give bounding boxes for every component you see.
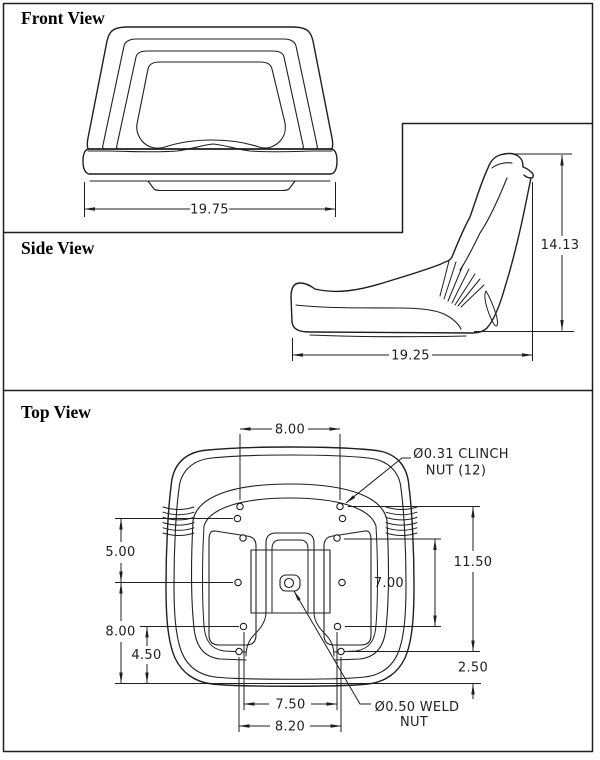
top-pan-inner-wall-left (202, 525, 247, 653)
side-backrest-crease-sliver (484, 290, 498, 327)
front-view-drawing: 19.75 (82, 26, 338, 218)
clinch-nut-note-line1: Ø0.31 CLINCH (413, 447, 509, 462)
side-headrest-seam (491, 162, 513, 169)
front-backrest-cushion-insert (136, 61, 286, 149)
side-seat-pan-line (295, 304, 462, 330)
dim-4-5-text: 4.50 (131, 648, 161, 663)
top-right-wing-panel (323, 530, 372, 646)
side-seat-front-and-top-outline (290, 152, 534, 298)
clinch-nut-hole (233, 514, 242, 523)
clinch-nut-hole (234, 578, 242, 587)
clinch-nut-hole (235, 647, 243, 656)
clinch-nut-hole (239, 622, 248, 631)
weld-nut-hole (283, 577, 295, 589)
clinch-nut-leader (345, 457, 411, 504)
top-pan-wall-right (333, 520, 389, 661)
top-backrest-roll-inner-arc (203, 497, 377, 527)
dim-5-text: 5.00 (105, 545, 135, 560)
dim-7-text: 7.00 (374, 576, 404, 591)
top-view-drawing: 8.00 5.00 8.00 4.50 7.00 11.50 2.50 7.50 (105, 423, 508, 735)
side-hinge-pleat-fan (439, 260, 485, 308)
top-seat-inner-offset-outline (173, 454, 407, 680)
dim-8-2-text: 8.20 (275, 720, 305, 735)
clinch-nut-hole (333, 622, 342, 631)
top-channel-flare-left (245, 611, 267, 657)
clinch-nut-hole (338, 578, 346, 587)
front-seatback-inner-outline (116, 50, 304, 150)
top-channel-flare-right (313, 611, 335, 657)
side-seat-skirt-line (309, 334, 467, 338)
side-view-drawing: 14.13 19.25 (290, 152, 580, 364)
clinch-nut-note-line2: NUT (12) (426, 464, 486, 479)
clinch-nut-hole (236, 502, 244, 511)
side-backrest-inner-seam (459, 177, 508, 271)
side-height-dim-text: 14.13 (541, 238, 580, 253)
weld-nut-note-line2: NUT (400, 715, 428, 730)
clinch-nut-hole (239, 534, 247, 542)
front-base-flange (147, 180, 296, 192)
dim-8-left-text: 8.00 (105, 625, 135, 640)
dim-11-5-text: 11.50 (454, 555, 493, 570)
clinch-nut-hole (333, 534, 341, 542)
outer-border (2, 2, 594, 753)
front-side-section-divider (2, 122, 594, 234)
top-mounting-plate (250, 549, 331, 614)
weld-nut-body (279, 574, 301, 592)
left-spring-coil (162, 506, 195, 536)
dim-2-5-text: 2.50 (458, 661, 488, 676)
side-view-title: Side View (21, 238, 95, 258)
clinch-nut-hole (337, 647, 345, 656)
clinch-nut-hole (336, 502, 344, 511)
front-width-dim-text: 19.75 (190, 203, 229, 218)
top-pan-inner-wall-right (333, 525, 378, 653)
right-spring-coil (385, 506, 418, 536)
side-backrest-back-and-bottom-outline (290, 177, 532, 334)
dim-7-5-text: 7.50 (275, 698, 305, 713)
side-depth-dim-text: 19.25 (391, 349, 430, 364)
clinch-nut-hole (338, 514, 347, 523)
weld-nut-note-line1: Ø0.50 WELD (375, 700, 460, 715)
front-cushion-slab (82, 148, 338, 175)
sheet-borders (2, 2, 594, 753)
top-backrest-roll-outer-arc (192, 483, 388, 522)
clinch-nut-holes (233, 502, 347, 656)
top-center-channel-inner (271, 539, 309, 613)
top-center-channel-outer (265, 532, 315, 613)
top-rear-dim-text: 8.00 (275, 423, 305, 438)
top-left-wing-panel (208, 530, 257, 646)
top-pan-wall-left (191, 520, 247, 661)
top-view-title: Top View (21, 402, 91, 422)
front-cushion-top-contour (87, 143, 333, 153)
weld-nut-leader (293, 590, 371, 705)
front-view-title: Front View (21, 8, 105, 28)
